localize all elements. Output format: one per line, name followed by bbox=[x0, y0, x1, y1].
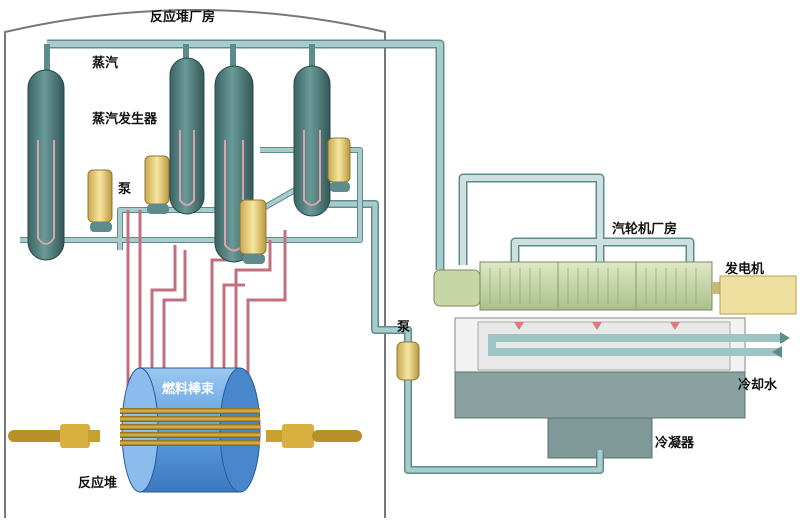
steam-generator-1 bbox=[27, 69, 65, 261]
cooling-water-arrows bbox=[772, 332, 790, 358]
label-reactor-building: 反应堆厂房 bbox=[150, 10, 216, 25]
label-fuel-rod-bundle: 燃料棒束 bbox=[162, 382, 215, 397]
feedwater-pump bbox=[396, 341, 420, 381]
condenser-hotwell bbox=[547, 417, 653, 459]
steam-generator-4 bbox=[293, 65, 331, 217]
label-steam-generator: 蒸汽发生器 bbox=[92, 112, 158, 127]
control-drive-left bbox=[8, 424, 100, 448]
label-generator: 发电机 bbox=[725, 262, 765, 277]
label-pump-1: 泵 bbox=[118, 182, 132, 197]
exhaust-arrows bbox=[514, 322, 680, 330]
label-cooling-water: 冷却水 bbox=[738, 378, 778, 393]
coolant-pump-1 bbox=[87, 169, 113, 232]
coolant-pump-2 bbox=[144, 155, 170, 214]
coolant-pump-3 bbox=[239, 199, 267, 264]
coolant-pump-4 bbox=[327, 137, 351, 192]
label-steam: 蒸汽 bbox=[92, 56, 119, 71]
generator bbox=[712, 275, 797, 315]
condenser-tubes bbox=[477, 321, 731, 371]
reactor-building-outline bbox=[4, 9, 386, 518]
label-turbine-hall: 汽轮机厂房 bbox=[612, 222, 678, 237]
fuel-rods bbox=[120, 408, 260, 446]
label-reactor: 反应堆 bbox=[78, 476, 118, 491]
label-condenser: 冷凝器 bbox=[655, 436, 695, 451]
control-drive-right bbox=[266, 424, 362, 448]
steam-generator-2 bbox=[169, 57, 205, 215]
label-pump-2: 泵 bbox=[397, 320, 411, 335]
turbine bbox=[433, 261, 713, 311]
cooling-water-pipes bbox=[488, 334, 780, 356]
condenser-body bbox=[454, 371, 746, 419]
